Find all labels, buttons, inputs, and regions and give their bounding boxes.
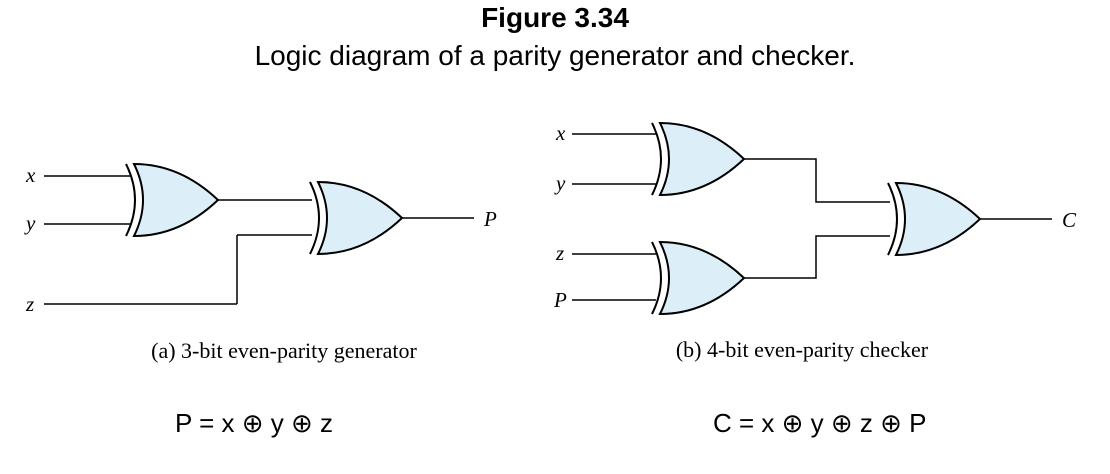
xor-gate-2 <box>651 241 745 315</box>
input-label-z: z <box>555 241 564 265</box>
diagram-b-caption: (b) 4-bit even-parity checker <box>676 337 929 362</box>
figure-number: Figure 3.34 <box>481 2 629 33</box>
input-label-y: y <box>554 171 566 195</box>
figure-caption: Logic diagram of a parity generator and … <box>254 40 856 71</box>
wire-gate1-out <box>744 158 890 203</box>
xor-gate-1 <box>651 122 745 196</box>
xor-gate-2 <box>309 181 403 255</box>
diagram-a-caption: (a) 3-bit even-parity generator <box>151 338 417 363</box>
parity-generator-diagram: x y z P (a) 3-bit even-parity generator <box>22 118 542 380</box>
input-label-x: x <box>25 163 36 187</box>
output-label-c: C <box>1062 208 1077 232</box>
parity-checker-diagram: x y z P C (b) 4-bit even-parity checker <box>540 112 1088 380</box>
input-label-p: P <box>553 288 567 312</box>
input-label-z: z <box>25 292 34 316</box>
xor-gate-1 <box>125 163 219 237</box>
output-label-p: P <box>483 207 497 231</box>
input-label-x: x <box>555 121 566 145</box>
input-label-y: y <box>24 211 36 235</box>
xor-gate-3 <box>887 182 981 256</box>
checker-equation: C = x ⊕ y ⊕ z ⊕ P <box>713 408 927 438</box>
generator-equation: P = x ⊕ y ⊕ z <box>175 408 333 438</box>
wire-gate2-out <box>744 235 890 279</box>
